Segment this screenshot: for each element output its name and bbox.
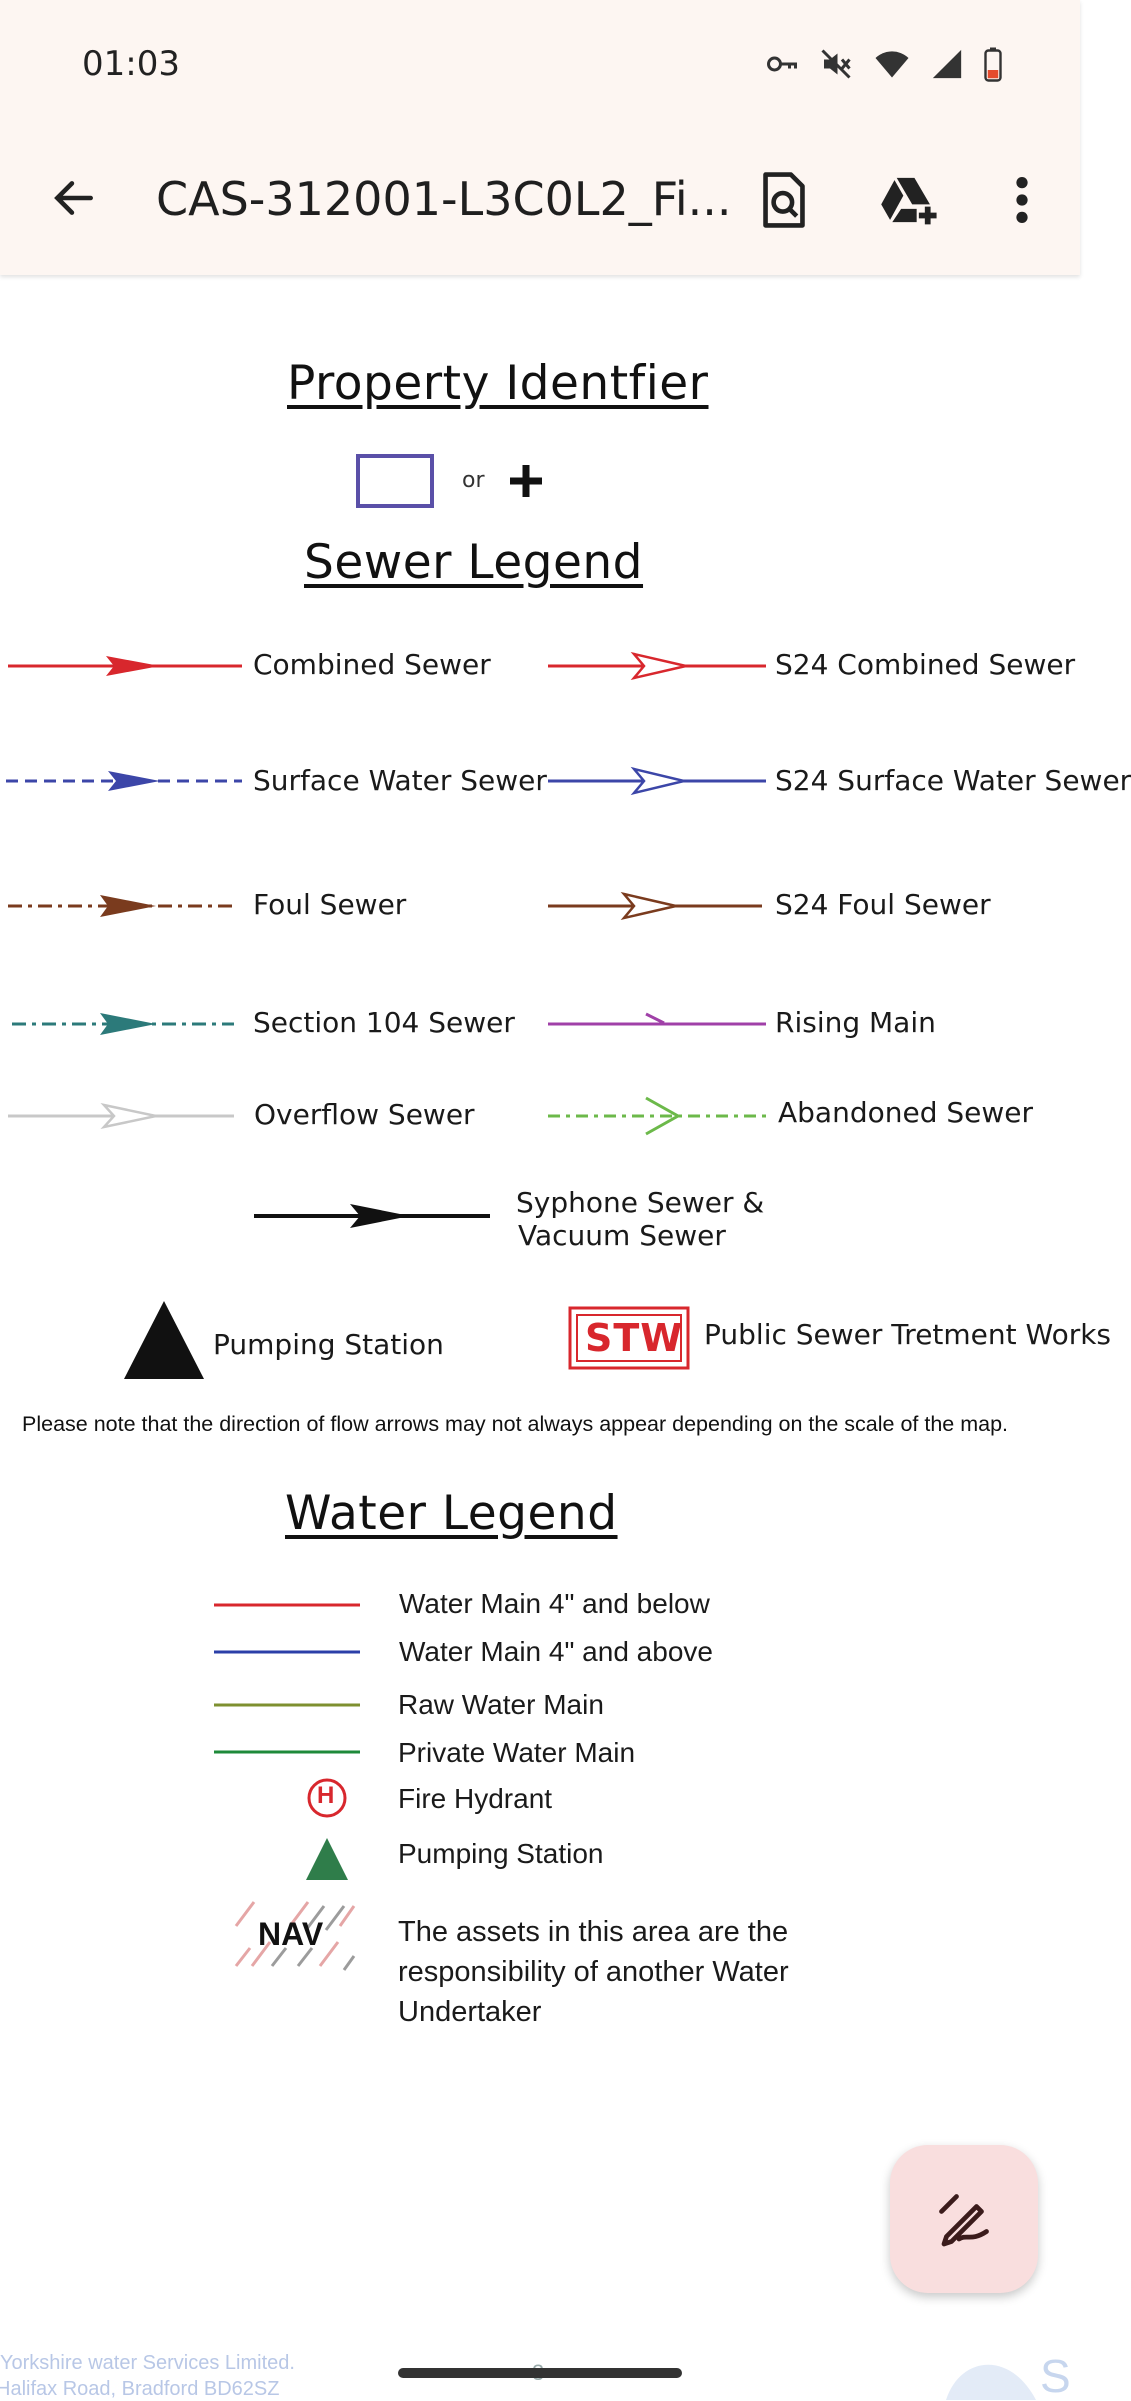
rising-main-symbol (548, 1012, 766, 1026)
battery-icon (984, 47, 1002, 82)
mute-icon (821, 49, 851, 79)
surface-water-sewer-symbol (6, 771, 242, 791)
combined-sewer-symbol (8, 656, 242, 676)
fire-hydrant-letter: H (317, 1782, 335, 1809)
nav-badge-text: NAV (258, 1916, 324, 1952)
s24-foul-sewer-symbol (548, 891, 762, 921)
overflow-sewer-label: Overflow Sewer (254, 1098, 475, 1131)
wifi-icon (875, 51, 909, 78)
drive-add-icon (881, 177, 937, 225)
nav-symbol (232, 1900, 356, 1971)
back-button[interactable] (44, 168, 104, 228)
home-indicator[interactable] (398, 2368, 682, 2378)
section-104-sewer-label: Section 104 Sewer (253, 1006, 515, 1039)
stw-symbol (568, 1306, 690, 1370)
foul-sewer-symbol (8, 895, 234, 917)
more-vert-icon (1016, 177, 1028, 223)
footer-address: Halifax Road, Bradford BD62SZ (0, 2378, 280, 2400)
syphone-sewer-label: Syphone Sewer & (516, 1186, 765, 1219)
document-page: Property Identfier or Sewer Legend Combi… (0, 276, 1131, 2400)
search-document-button[interactable] (748, 164, 820, 236)
surface-water-sewer-label: Surface Water Sewer (253, 764, 547, 797)
water-pumping-station-symbol (306, 1838, 348, 1880)
status-icons (764, 44, 1004, 84)
app-header: 01:03 CAS-312001-L3C0L2_Fi... (0, 0, 1080, 275)
status-time: 01:03 (82, 44, 180, 84)
raw-water-main-label: Raw Water Main (398, 1689, 604, 1720)
vacuum-sewer-label: Vacuum Sewer (518, 1219, 726, 1252)
page-footer: Yorkshire water Services Limited. Halifa… (0, 2336, 1080, 2401)
water-legend-heading: Water Legend (285, 1486, 618, 1541)
s24-combined-sewer-label: S24 Combined Sewer (775, 648, 1076, 681)
private-water-main-label: Private Water Main (398, 1737, 636, 1768)
s24-surface-water-sewer-label: S24 Surface Water Sewer (775, 764, 1131, 797)
sewer-legend-heading: Sewer Legend (304, 535, 644, 590)
add-to-drive-button[interactable] (874, 164, 946, 236)
fire-hydrant-symbol (307, 1778, 347, 1818)
flow-arrow-note: Please note that the direction of flow a… (22, 1412, 1009, 1436)
more-options-button[interactable] (986, 164, 1058, 236)
svg-text:S: S (1040, 2350, 1071, 2401)
property-box-symbol (356, 454, 434, 508)
company-logo-icon: S (946, 2350, 1071, 2401)
sewer-treatment-works-label: Public Sewer Tretment Works (704, 1318, 1112, 1351)
find-in-page-icon (763, 172, 805, 228)
overflow-sewer-symbol (8, 1102, 234, 1130)
pumping-station-label: Pumping Station (213, 1328, 444, 1361)
property-identifier-heading: Property Identfier (287, 356, 709, 411)
nav-description: The assets in this area are the responsi… (398, 1916, 789, 2028)
or-label: or (462, 468, 485, 493)
water-main-below-label: Water Main 4" and below (399, 1588, 710, 1619)
water-pumping-station-label: Pumping Station (398, 1838, 604, 1869)
fire-hydrant-label: Fire Hydrant (398, 1783, 553, 1814)
abandoned-sewer-label: Abandoned Sewer (778, 1096, 1034, 1129)
legend-graphics (6, 454, 768, 1971)
annotate-fab[interactable] (890, 2145, 1038, 2293)
pumping-station-symbol (124, 1301, 204, 1379)
property-cross-symbol (510, 465, 542, 497)
foul-sewer-label: Foul Sewer (253, 888, 407, 921)
stw-badge-text: STW (585, 1316, 684, 1360)
document-title: CAS-312001-L3C0L2_Fi... (156, 172, 732, 226)
syphone-sewer-symbol (254, 1204, 490, 1228)
rising-main-label: Rising Main (775, 1006, 936, 1039)
vpn-key-icon (767, 56, 797, 72)
s24-surface-water-sewer-symbol (548, 766, 766, 796)
abandoned-sewer-symbol (548, 1096, 768, 1136)
water-main-above-label: Water Main 4" and above (399, 1636, 713, 1667)
s24-combined-sewer-symbol (548, 651, 766, 681)
signal-icon (932, 49, 962, 79)
pen-edit-icon (939, 2194, 989, 2247)
footer-company: Yorkshire water Services Limited. (0, 2352, 295, 2374)
arrow-back-icon (54, 181, 93, 215)
combined-sewer-label: Combined Sewer (253, 648, 491, 681)
section-104-sewer-symbol (12, 1013, 234, 1035)
s24-foul-sewer-label: S24 Foul Sewer (775, 888, 991, 921)
